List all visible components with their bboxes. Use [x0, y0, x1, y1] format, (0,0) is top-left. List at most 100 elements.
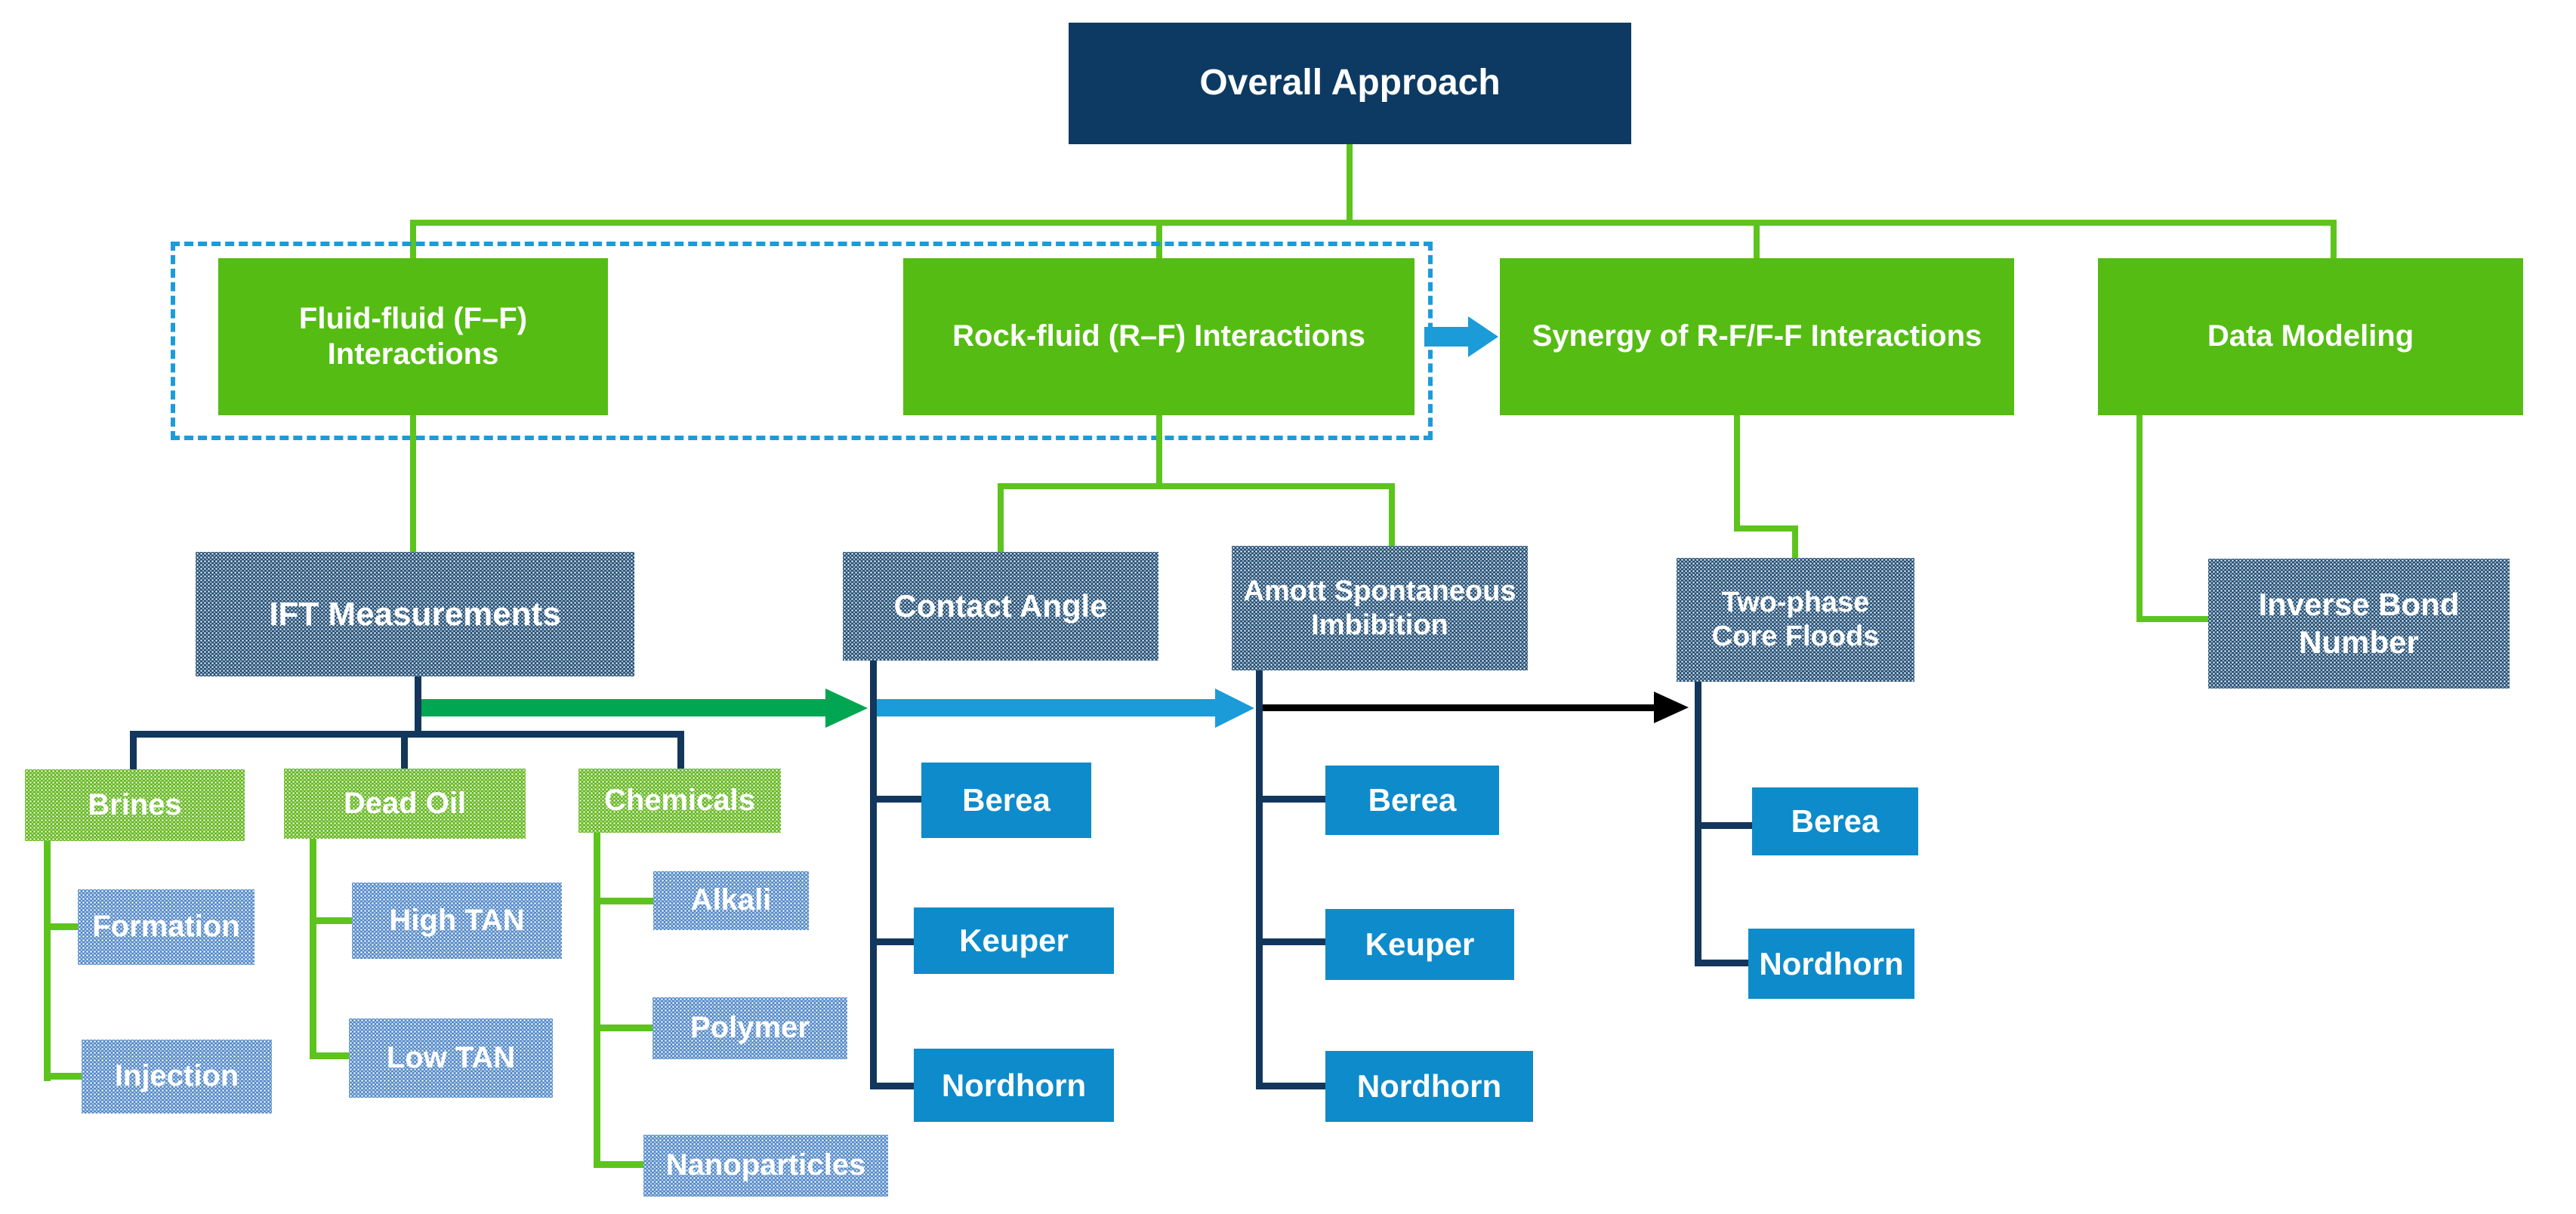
connector-drop-data-modeling [2331, 226, 2337, 258]
tick-ca-nordhorn [877, 1083, 914, 1089]
ift-to-contact-arrowhead-icon [825, 689, 868, 728]
node-am-nordhorn: Nordhorn [1325, 1051, 1533, 1122]
tick-low-tan [316, 1052, 349, 1059]
contact-to-amott-arrow-shaft [874, 699, 1215, 716]
brines-spine [44, 841, 51, 1081]
amott-spine [1256, 670, 1263, 1089]
stub-dead-oil [401, 738, 408, 769]
tick-formation [51, 923, 78, 930]
tick-ca-keuper [877, 938, 914, 945]
connector-trunk-horizontal [410, 220, 2337, 226]
node-label: Chemicals [603, 783, 756, 817]
node-fluid-fluid-interactions: Fluid-fluid (F–F) Interactions [218, 258, 608, 415]
node-label: Formation [92, 910, 240, 944]
node-two-phase-core-floods: Two-phase Core Floods [1677, 558, 1914, 682]
node-label: Data Modeling [2207, 319, 2414, 353]
node-injection: Injection [82, 1040, 272, 1114]
dead-oil-spine [310, 839, 316, 1059]
node-ift-measurements: IFT Measurements [196, 552, 634, 676]
connector-synergy-jog [1734, 525, 1798, 532]
node-high-tan: High TAN [352, 883, 562, 959]
node-tp-nordhorn: Nordhorn [1748, 929, 1914, 999]
node-label: Nordhorn [1356, 1068, 1502, 1105]
node-formation: Formation [78, 889, 255, 965]
node-ca-keuper: Keuper [914, 907, 1114, 974]
node-label: Berea [1368, 782, 1457, 818]
contact-angle-spine [870, 661, 877, 1089]
connector-ff-to-ift [410, 415, 416, 552]
node-amott-imbibition: Amott Spontaneous Imbibition [1232, 546, 1528, 670]
node-polymer: Polymer [652, 997, 847, 1059]
node-label: Berea [1791, 803, 1880, 840]
tick-alkali [600, 898, 653, 904]
tick-am-nordhorn [1263, 1083, 1325, 1089]
node-label: Nordhorn [941, 1067, 1087, 1103]
tick-tp-nordhorn [1701, 960, 1748, 966]
connector-overall-to-trunk [1347, 144, 1353, 226]
chemicals-spine [594, 833, 600, 1168]
node-nanoparticles: Nanoparticles [643, 1135, 888, 1197]
node-ca-nordhorn: Nordhorn [914, 1049, 1114, 1122]
node-label: Polymer [690, 1011, 810, 1045]
node-label: Keuper [959, 923, 1069, 959]
connector-drop-synergy [1754, 226, 1760, 258]
node-label: Nanoparticles [665, 1148, 866, 1182]
node-label: Keuper [1365, 926, 1475, 963]
rf-to-synergy-arrowhead-icon [1468, 316, 1498, 357]
node-ca-berea: Berea [921, 763, 1091, 838]
tick-am-keuper [1263, 938, 1325, 945]
node-label: Berea [962, 782, 1050, 818]
node-label: Alkali [690, 883, 772, 917]
node-am-keuper: Keuper [1325, 909, 1514, 980]
node-label: Two-phase Core Floods [1711, 587, 1880, 652]
node-label: Synergy of R-F/F-F Interactions [1532, 319, 1982, 353]
node-alkali: Alkali [653, 871, 809, 930]
node-dead-oil: Dead Oil [284, 769, 526, 839]
node-label: Nordhorn [1759, 945, 1904, 981]
tick-am-berea [1263, 796, 1325, 803]
node-brines: Brines [25, 769, 245, 841]
node-overall-approach: Overall Approach [1069, 23, 1631, 144]
node-rock-fluid-interactions: Rock-fluid (R–F) Interactions [903, 258, 1414, 415]
stub-brines [130, 731, 137, 770]
node-data-modeling: Data Modeling [2098, 258, 2523, 415]
node-inverse-bond-number: Inverse Bond Number [2208, 559, 2510, 689]
two-phase-spine [1695, 682, 1701, 966]
amott-to-twophase-arrowhead-icon [1654, 692, 1689, 723]
node-chemicals: Chemicals [578, 769, 781, 833]
node-label: Low TAN [386, 1040, 516, 1074]
node-label: Brines [88, 787, 182, 821]
connector-drop-fluid-fluid [410, 223, 416, 258]
amott-to-twophase-arrow-shaft [1260, 704, 1654, 711]
node-label: Dead Oil [343, 786, 467, 820]
tick-ca-berea [877, 796, 921, 803]
connector-drop-contact-angle [998, 486, 1004, 552]
contact-to-amott-arrowhead-icon [1215, 689, 1254, 728]
node-tp-berea: Berea [1752, 787, 1918, 855]
node-label: IFT Measurements [269, 595, 561, 633]
node-contact-angle: Contact Angle [843, 552, 1158, 661]
tick-injection [51, 1073, 82, 1080]
ift-branch-horizontal [130, 731, 684, 738]
node-low-tan: Low TAN [349, 1018, 553, 1098]
connector-rf-down [1156, 415, 1162, 486]
node-label: Fluid-fluid (F–F) Interactions [298, 301, 528, 371]
node-label: Amott Spontaneous Imbibition [1243, 575, 1516, 641]
tick-nanoparticles [600, 1161, 643, 1168]
node-label: Injection [114, 1059, 239, 1093]
connector-dm-down [2136, 415, 2143, 622]
node-label: Contact Angle [893, 588, 1108, 624]
connector-drop-amott [1389, 486, 1395, 546]
tick-polymer [600, 1025, 652, 1031]
connector-synergy-down [1734, 415, 1740, 532]
node-label: Rock-fluid (R–F) Interactions [952, 319, 1365, 353]
rf-to-synergy-arrow-shaft [1424, 327, 1468, 347]
connector-rf-split-horizontal [998, 483, 1395, 489]
node-synergy-interactions: Synergy of R-F/F-F Interactions [1500, 258, 2014, 415]
node-label: Inverse Bond Number [2258, 587, 2460, 660]
connector-drop-two-phase [1792, 528, 1798, 558]
ift-to-contact-arrow-shaft [418, 699, 825, 716]
page-title: Overall Approach [1199, 63, 1501, 103]
connector-dm-to-inverse [2136, 616, 2208, 622]
